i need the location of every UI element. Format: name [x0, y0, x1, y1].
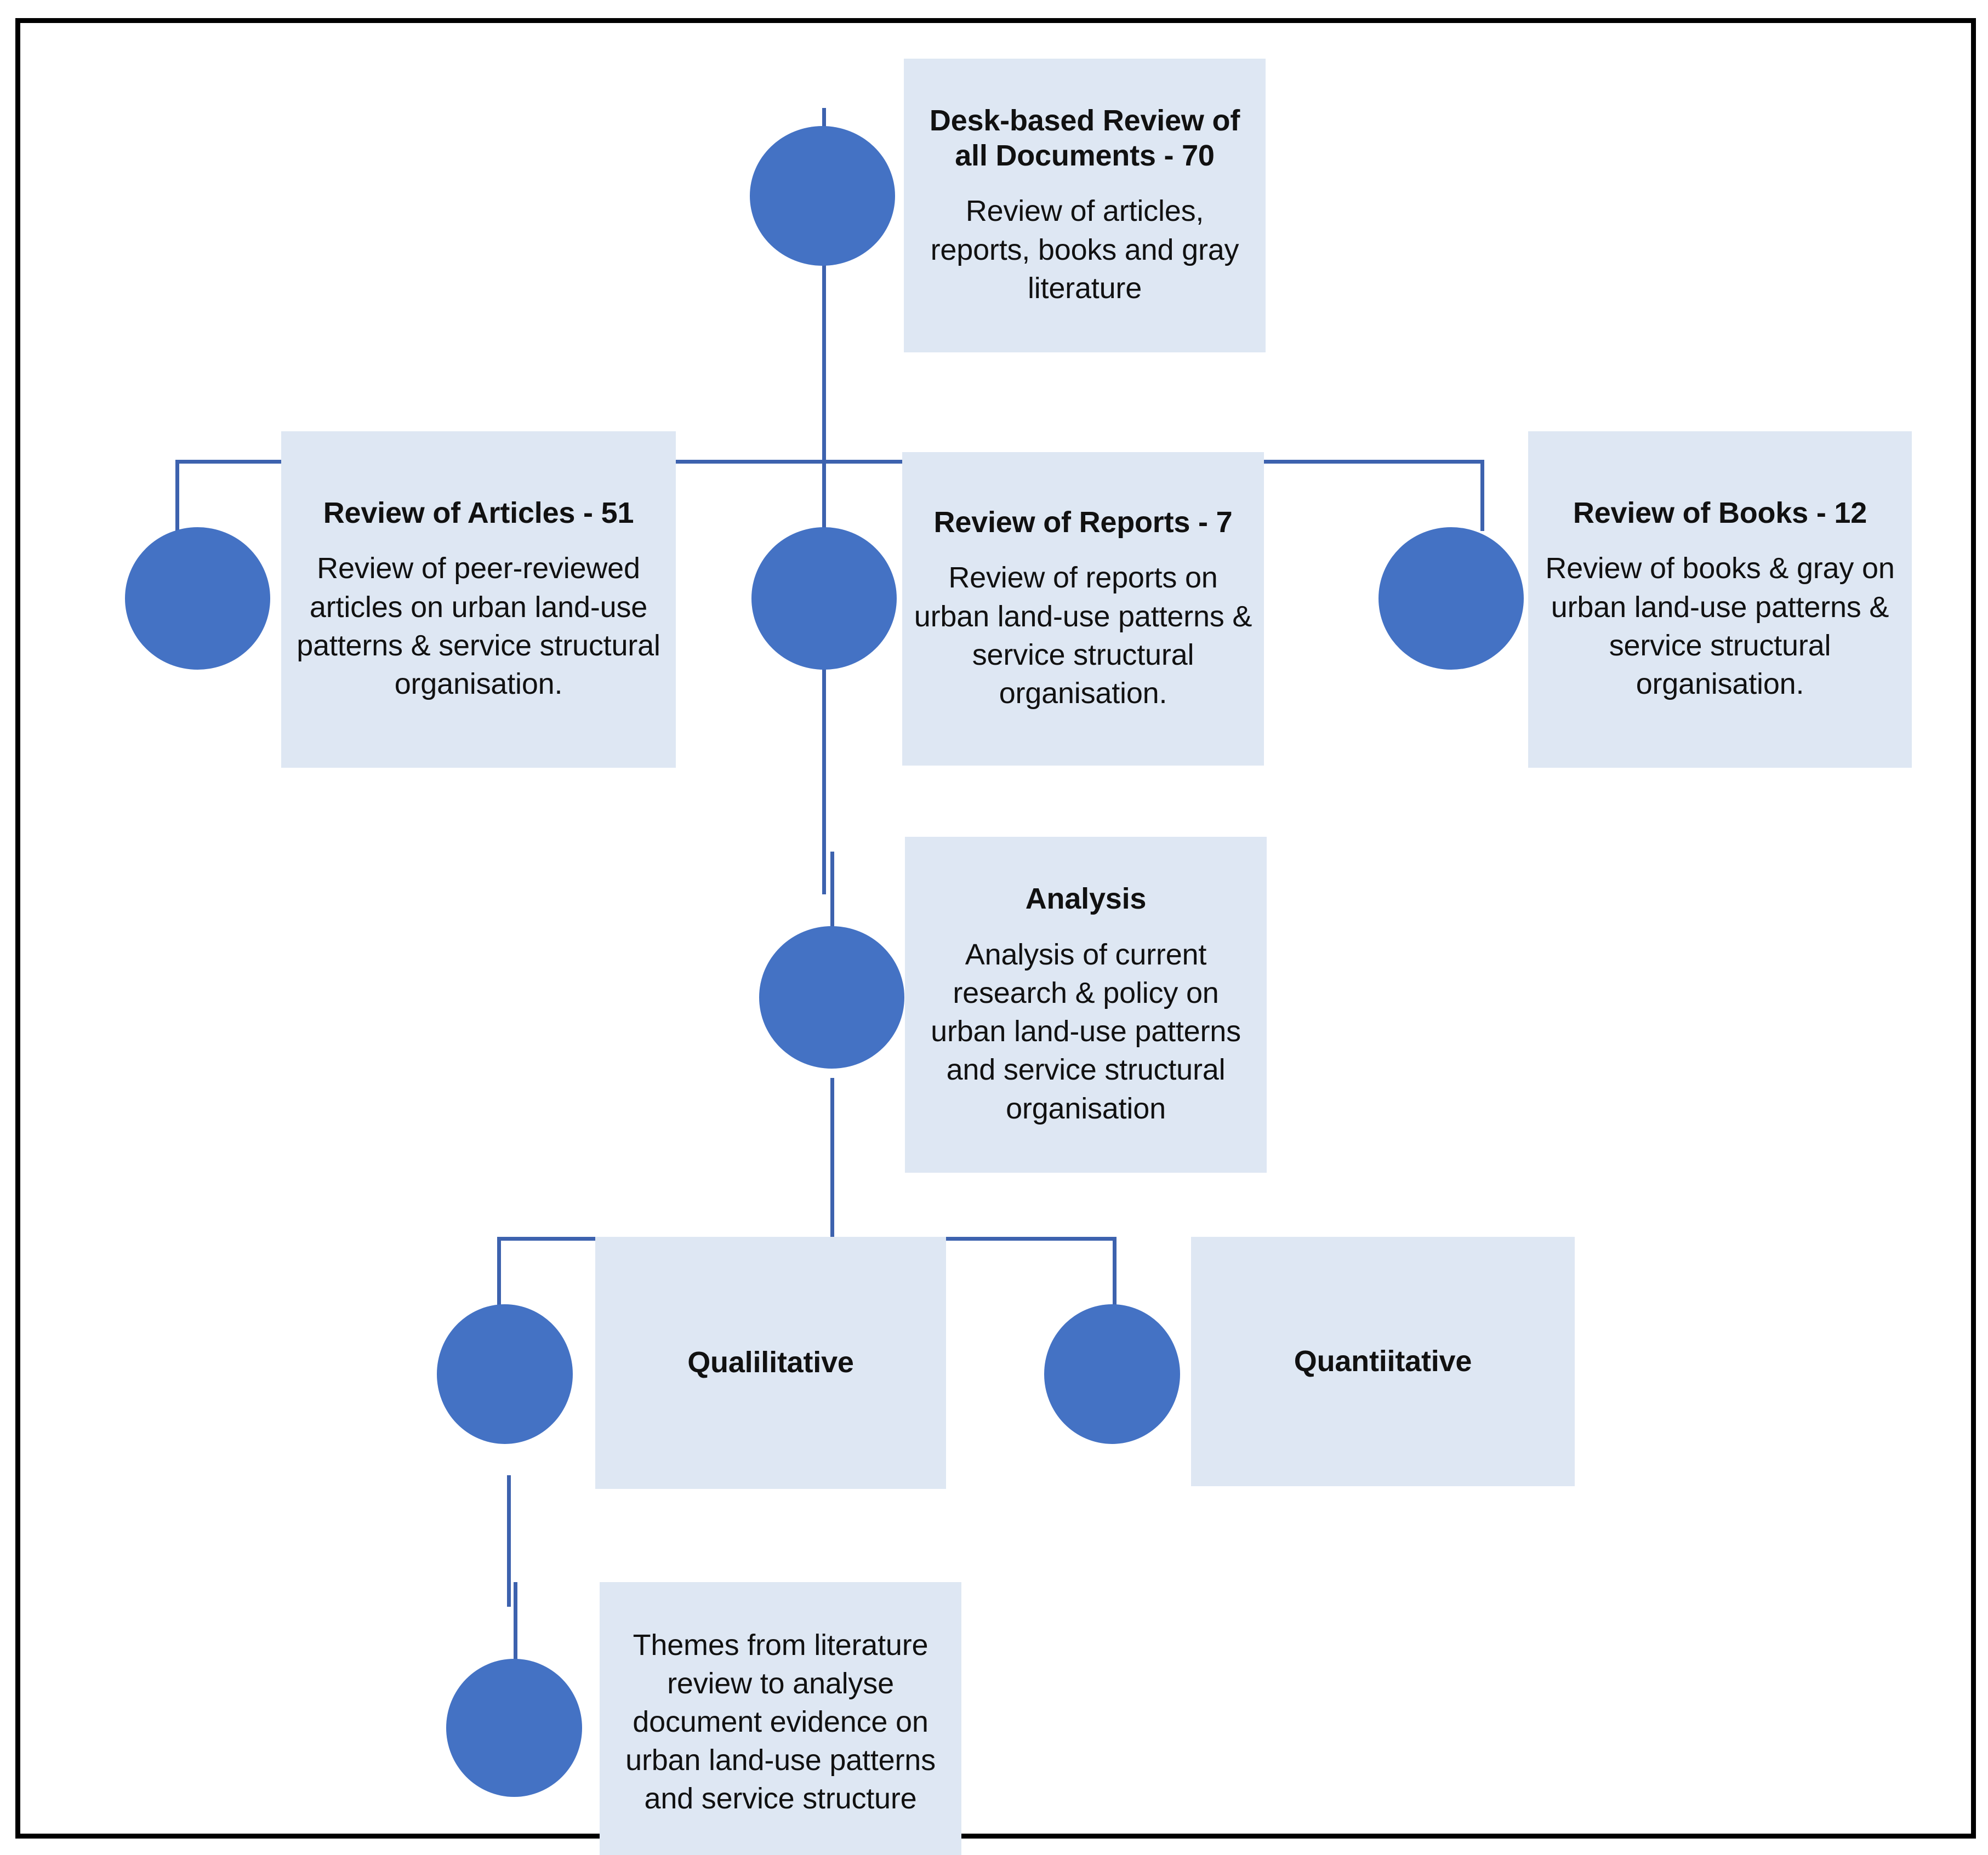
connector-trunk-top	[822, 108, 826, 549]
node-body-themes: Themes from literature review to analyse…	[625, 1628, 936, 1816]
node-box-review-of-reports[interactable]: Review of Reports - 7 Review of reports …	[902, 452, 1264, 766]
node-box-analysis[interactable]: Analysis Analysis of current research & …	[905, 837, 1267, 1173]
connector-qualitative-drop	[497, 1237, 501, 1308]
node-circle-analysis[interactable]	[759, 926, 904, 1069]
node-title-quantitative: Quantiitative	[1294, 1344, 1472, 1378]
connector-articles-drop	[175, 460, 179, 531]
connector-quantitative-drop	[1113, 1237, 1117, 1308]
node-body-review-of-articles: Review of peer-reviewed articles on urba…	[297, 552, 660, 701]
node-circle-review-of-books[interactable]	[1379, 527, 1524, 670]
node-box-qualitative[interactable]: Qualilitative	[595, 1237, 946, 1489]
node-title-qualitative: Qualilitative	[687, 1346, 854, 1379]
node-circle-quantitative[interactable]	[1044, 1304, 1180, 1444]
node-box-themes[interactable]: Themes from literature review to analyse…	[600, 1582, 961, 1855]
node-circle-themes[interactable]	[446, 1659, 582, 1797]
node-title-review-of-books: Review of Books - 12	[1573, 496, 1867, 529]
node-box-review-of-books[interactable]: Review of Books - 12 Review of books & g…	[1528, 431, 1912, 768]
connector-books-drop	[1480, 460, 1484, 531]
node-body-desk-based-review: Review of articles, reports, books and g…	[930, 195, 1239, 305]
node-title-review-of-reports: Review of Reports - 7	[933, 505, 1233, 539]
connector-themes-stub	[514, 1582, 517, 1667]
node-body-review-of-books: Review of books & gray on urban land-use…	[1545, 552, 1895, 701]
node-box-quantitative[interactable]: Quantiitative	[1191, 1237, 1575, 1486]
connector-analysis-stub	[830, 852, 834, 928]
node-title-review-of-articles: Review of Articles - 51	[323, 496, 634, 529]
node-box-desk-based-review[interactable]: Desk-based Review of all Documents - 70 …	[904, 59, 1266, 352]
node-circle-review-of-reports[interactable]	[751, 527, 897, 670]
node-title-desk-based-review: Desk-based Review of all Documents - 70	[929, 104, 1240, 172]
node-box-review-of-articles[interactable]: Review of Articles - 51 Review of peer-r…	[281, 431, 676, 768]
diagram-frame: Desk-based Review of all Documents - 70 …	[15, 18, 1976, 1855]
node-circle-review-of-articles[interactable]	[125, 527, 270, 670]
node-circle-desk-based-review[interactable]	[750, 126, 895, 266]
node-body-analysis: Analysis of current research & policy on…	[931, 938, 1241, 1125]
connector-reports-to-analysis	[822, 659, 826, 894]
node-title-analysis: Analysis	[1025, 882, 1147, 916]
connector-row2-bar	[175, 460, 1484, 464]
node-circle-qualitative[interactable]	[437, 1304, 573, 1444]
connector-analysis-to-methods	[830, 1078, 834, 1240]
connector-qualitative-to-themes	[507, 1475, 511, 1607]
node-body-review-of-reports: Review of reports on urban land-use patt…	[914, 561, 1252, 710]
